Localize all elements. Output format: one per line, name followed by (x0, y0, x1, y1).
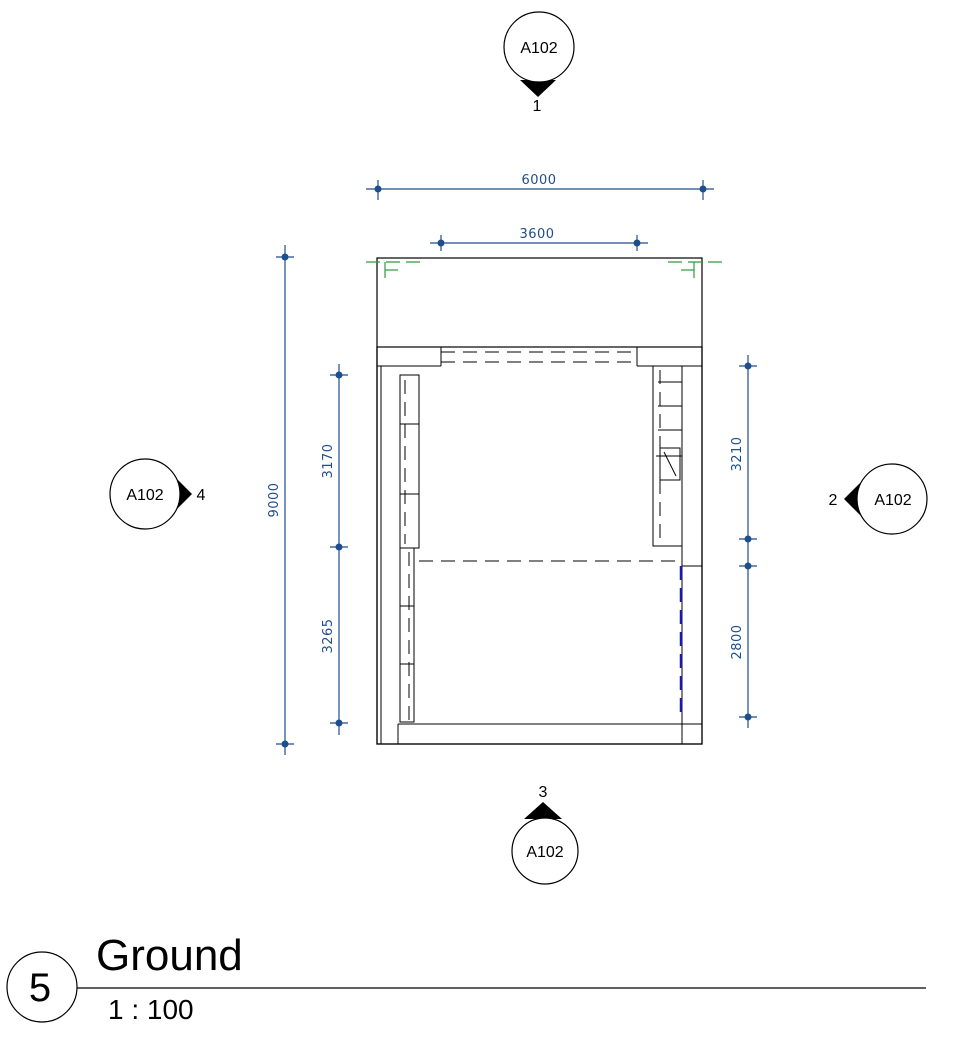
west-cabinetry (399, 374, 420, 723)
elevation-number-label: 1 (533, 98, 542, 115)
elevation-number-label: 3 (539, 784, 548, 801)
dimension-text-lower: 3265 (321, 618, 336, 653)
elevation-sheet-label: A102 (874, 492, 911, 509)
dimension-tick (744, 362, 752, 370)
elevation-tag-circle (503, 11, 575, 83)
view-number: 5 (29, 966, 51, 1010)
elevation-sheet-label: A102 (520, 40, 557, 57)
dimension-tick (281, 253, 289, 261)
elevation-number-label: 2 (829, 492, 838, 509)
elevation-arrow-south (524, 802, 562, 819)
dimension-tick (744, 713, 752, 721)
dimension-left-chain[interactable]: 3170 3265 (321, 364, 348, 735)
lower-cabinet (399, 547, 415, 723)
elevation-arrow-north (520, 80, 556, 97)
dimension-tick (335, 719, 343, 727)
view-number-circle (6, 951, 78, 1023)
view-name: Ground (96, 931, 243, 980)
dimension-text: 6000 (521, 173, 556, 188)
east-fixtures (652, 365, 702, 567)
dimension-text-lower: 2800 (730, 624, 745, 659)
view-title[interactable]: 5 Ground 1 : 100 (6, 931, 926, 1025)
elevation-tag-circle (511, 817, 579, 885)
elevation-marker-east[interactable]: A102 2 (829, 463, 928, 535)
dimension-tick (335, 543, 343, 551)
dimension-text-upper: 3170 (321, 443, 336, 478)
north-window (440, 347, 638, 366)
view-scale: 1 : 100 (108, 994, 194, 1025)
dimension-tick (437, 239, 445, 247)
dimension-tick (633, 239, 641, 247)
elevation-marker-west[interactable]: A102 4 (109, 458, 206, 530)
dimension-opening-width[interactable]: 3600 (430, 227, 648, 251)
dimension-text-upper: 3210 (730, 436, 745, 471)
dimension-tick (374, 185, 382, 193)
elevation-sheet-label: A102 (126, 487, 163, 504)
elevation-marker-south[interactable]: A102 3 (511, 784, 579, 885)
dimension-overall-width[interactable]: 6000 (366, 173, 714, 200)
elevation-marker-north[interactable]: A102 1 (503, 11, 575, 115)
reference-planes (366, 261, 724, 278)
elevation-tag-circle (856, 463, 928, 535)
elevation-tag-circle (109, 458, 181, 530)
dimension-tick (699, 185, 707, 193)
dimension-right-chain[interactable]: 3210 2800 (730, 355, 757, 728)
building-plan[interactable] (366, 257, 724, 745)
dimension-text: 9000 (267, 482, 282, 517)
elevation-sheet-label: A102 (526, 844, 563, 861)
dimension-tick (335, 371, 343, 379)
dimension-overall-depth[interactable]: 9000 (267, 245, 294, 755)
elevation-arrow-east (844, 481, 862, 517)
dimension-tick (744, 535, 752, 543)
upper-cabinet (399, 374, 420, 549)
dimension-tick (744, 562, 752, 570)
dimension-text: 3600 (519, 227, 554, 242)
elevation-number-label: 4 (197, 487, 206, 504)
dimension-tick (281, 740, 289, 748)
